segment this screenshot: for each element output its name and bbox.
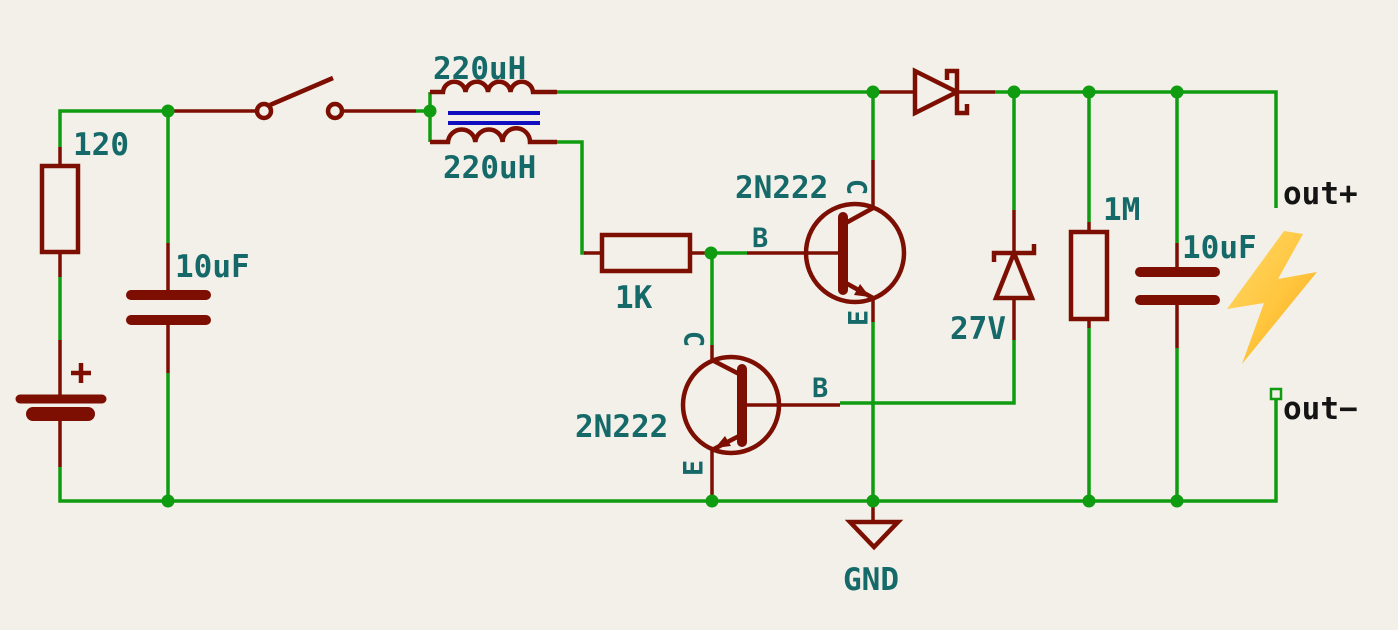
load-resistor-value: 1M xyxy=(1103,192,1140,228)
junction-dot xyxy=(866,494,880,508)
junction-dot xyxy=(161,104,175,118)
junction-dot xyxy=(1082,85,1096,99)
collector-line xyxy=(842,206,875,226)
upper-transistor-collector-pin-label: C xyxy=(841,179,872,195)
lower-transistor-base-pin-label: B xyxy=(812,373,828,404)
base-resistor-value: 1K xyxy=(615,280,653,316)
lower-transistor-emitter-pin-label: E xyxy=(679,460,710,476)
unconnected-end-marker xyxy=(1269,387,1283,401)
wire-segment xyxy=(557,140,586,255)
resistor-body xyxy=(599,232,693,274)
input-resistor-value: 120 xyxy=(73,127,129,163)
junction-dot xyxy=(704,246,718,260)
transistor-circle xyxy=(680,354,782,456)
zener-triangle xyxy=(992,246,1036,301)
output-capacitor-symbol xyxy=(1135,267,1220,305)
transistor-circle xyxy=(803,201,907,305)
junction-dot xyxy=(1082,494,1096,508)
upper-transistor-base-pin-label: B xyxy=(752,223,768,254)
lower-transistor-collector-pin-label: C xyxy=(678,331,709,347)
battery-plus-mark xyxy=(71,363,91,383)
input-capacitor-symbol xyxy=(126,290,211,325)
junction-dot xyxy=(1170,494,1184,508)
switch-contact xyxy=(254,101,274,121)
emitter-arrow xyxy=(715,436,731,448)
output-positive-label: out+ xyxy=(1283,176,1358,212)
emitter-arrow xyxy=(854,284,870,297)
net-labels: out+ out− xyxy=(1283,176,1358,427)
upper-transistor-emitter-pin-label: E xyxy=(844,310,875,326)
upper-transistor-value: 2N222 xyxy=(735,170,828,206)
input-resistor-symbol xyxy=(39,163,81,255)
resistor-body xyxy=(1068,229,1110,322)
pin-labels: B C E B C E xyxy=(678,179,875,476)
output-negative-label: out− xyxy=(1283,391,1358,427)
ground-symbol xyxy=(844,519,904,551)
zener-value: 27V xyxy=(950,311,1006,347)
wire-segment xyxy=(995,90,1278,208)
secondary-winding xyxy=(430,126,557,145)
transformer-symbol xyxy=(430,79,557,145)
battery-symbol xyxy=(15,363,107,421)
switch-contact xyxy=(325,101,345,121)
diode-triangle xyxy=(912,67,963,117)
lower-transistor-value: 2N222 xyxy=(575,409,668,445)
zener-diode-symbol xyxy=(991,244,1037,301)
base-resistor-symbol xyxy=(599,232,693,274)
ground-label: GND xyxy=(843,562,899,598)
wire-segment xyxy=(840,340,1016,405)
schottky-cathode-bar xyxy=(944,68,970,116)
switch-symbol xyxy=(254,75,345,121)
junction-dots xyxy=(161,85,1184,508)
primary-inductor-value: 220uH xyxy=(433,51,526,87)
junction-dot xyxy=(1007,85,1021,99)
upper-transistor-symbol xyxy=(803,201,907,305)
pin-leads xyxy=(58,90,1179,522)
junction-dot xyxy=(161,494,175,508)
junction-dot xyxy=(423,104,437,118)
junction-dot xyxy=(866,85,880,99)
lower-transistor-symbol xyxy=(680,354,782,456)
output-capacitor-value: 10uF xyxy=(1182,230,1257,266)
collector-line xyxy=(710,358,743,377)
secondary-inductor-value: 220uH xyxy=(443,150,536,186)
wires xyxy=(58,90,1278,503)
wire-segment xyxy=(58,399,1278,503)
value-labels: 120 10uF 220uH 220uH 1K 2N222 2N222 27V … xyxy=(73,51,1257,598)
lightning-bolt-icon xyxy=(1227,231,1317,364)
rectifier-diode-symbol xyxy=(912,67,970,117)
ground-triangle xyxy=(844,519,904,551)
junction-dot xyxy=(705,494,719,508)
primary-winding xyxy=(430,79,557,95)
junction-dot xyxy=(1170,85,1184,99)
resistor-body xyxy=(39,163,81,255)
load-resistor-symbol xyxy=(1068,229,1110,322)
switch-lever xyxy=(269,75,334,108)
input-capacitor-value: 10uF xyxy=(175,249,250,285)
wire-segment xyxy=(58,109,168,147)
